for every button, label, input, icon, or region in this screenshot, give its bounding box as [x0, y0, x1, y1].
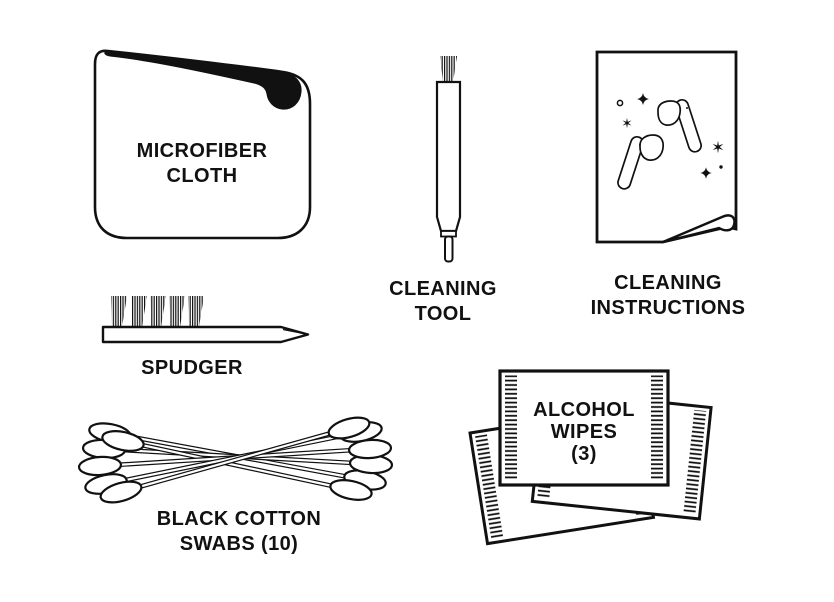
- microfiber-cloth-icon: [93, 49, 312, 240]
- label-line: TOOL: [414, 303, 472, 325]
- wipe-packet-front: [498, 369, 670, 487]
- cleaning-tool-label: CLEANING TOOL: [363, 277, 523, 327]
- label-line: CLEANING: [389, 278, 497, 300]
- tool-brush-tuft: [440, 56, 457, 82]
- spudger-blade: [101, 325, 310, 344]
- spudger-icon: [101, 296, 310, 344]
- label-line: (3): [571, 443, 597, 465]
- label-line: CLEANING: [614, 272, 722, 294]
- microfiber-cloth-label: MICROFIBER CLOTH: [102, 139, 302, 189]
- label-line: SWABS (10): [179, 533, 299, 555]
- label-line: CLOTH: [166, 165, 238, 187]
- cleaning-instructions-icon: [595, 50, 738, 244]
- label-line: SPUDGER: [141, 357, 243, 379]
- label-line: WIPES: [550, 421, 618, 443]
- cloth-fold: [104, 50, 302, 110]
- label-line: MICROFIBER: [136, 140, 268, 162]
- swab: [101, 430, 373, 501]
- label-line: BLACK COTTON: [156, 508, 322, 530]
- earbuds-icon: [617, 98, 702, 190]
- cleaning-tool-icon: [435, 56, 462, 263]
- alcohol-wipes-icon: [468, 369, 713, 546]
- cleaning-instructions-label: CLEANING INSTRUCTIONS: [548, 271, 788, 321]
- label-line: INSTRUCTIONS: [590, 297, 746, 319]
- black-cotton-swabs-label: BLACK COTTON SWABS (10): [119, 507, 359, 557]
- cotton-swabs-icon: [77, 416, 394, 504]
- label-line: ALCOHOL: [533, 399, 635, 421]
- swab: [99, 416, 371, 504]
- sparkle-icons: [616, 93, 724, 179]
- spudger-label: SPUDGER: [112, 356, 272, 381]
- alcohol-wipes-label: ALCOHOL WIPES (3): [505, 399, 663, 465]
- paper-fold-corner: [661, 214, 736, 244]
- paper-sheet: [595, 50, 738, 244]
